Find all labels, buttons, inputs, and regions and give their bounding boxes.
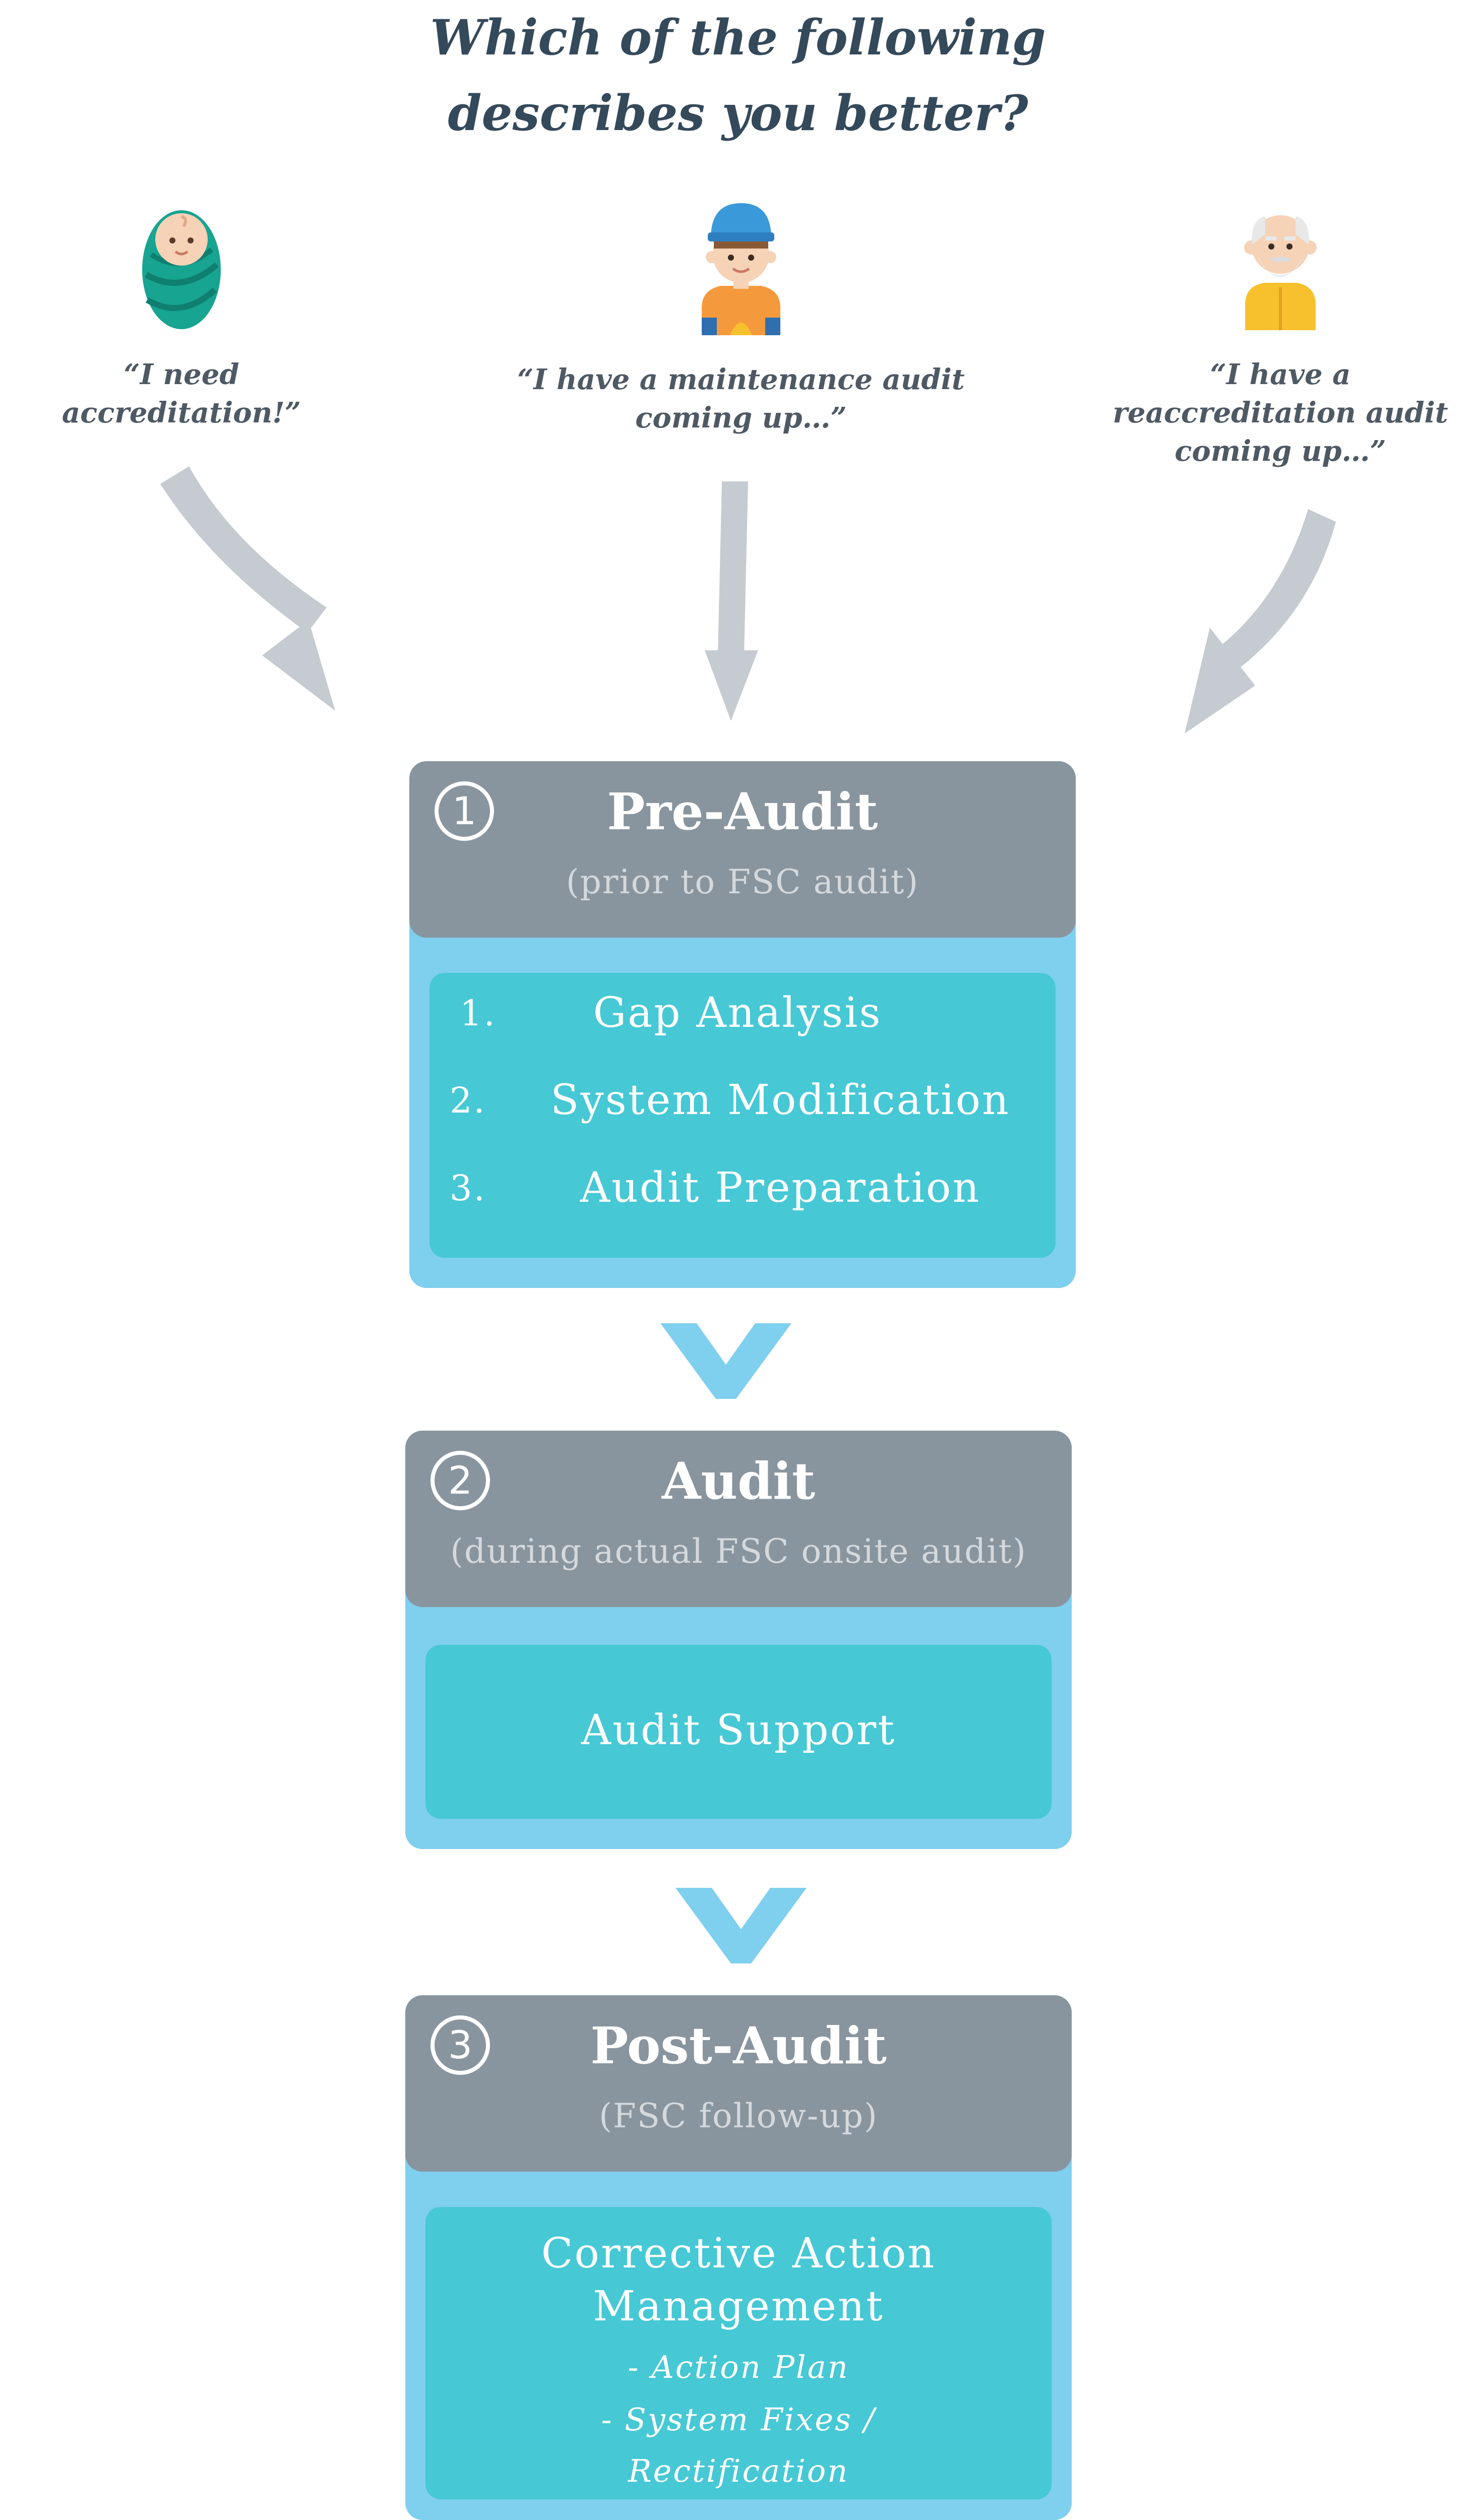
stage-detail-text: - Action Plan	[628, 2349, 849, 2385]
worker-icon	[702, 203, 780, 335]
stage-title: Post-Audit	[590, 2016, 887, 2075]
step-item: 3. Audit Preparation	[429, 1163, 1056, 1213]
step-item: 2. System Modification	[429, 1075, 1056, 1126]
stage-body: Audit Support	[425, 1645, 1052, 1819]
stage-subtitle: (during actual FSC onsite audit)	[450, 1532, 1027, 1571]
arrow-center-icon	[705, 481, 758, 721]
persona-quote: “I have a reaccreditation audit coming u…	[1099, 355, 1462, 470]
step-item: 1. Gap Analysis	[429, 988, 1056, 1038]
stage-header: 3 Post-Audit (FSC follow-up)	[405, 1995, 1072, 2172]
chevron-down-icon	[675, 1888, 807, 1963]
quote-line: reaccreditation audit	[1113, 396, 1448, 429]
stage-number-badge: 3	[430, 2015, 490, 2075]
stage-body: 1. Gap Analysis 2. System Modification 3…	[429, 973, 1056, 1258]
title-line-1: Which of the following	[430, 9, 1046, 66]
stage-body-text: Corrective Action	[541, 2230, 936, 2278]
quote-line: coming up…”	[635, 401, 847, 435]
page-title: Which of the following describes you bet…	[0, 0, 1476, 151]
stage-body: Corrective Action Management - Action Pl…	[425, 2207, 1052, 2499]
stage-number-badge: 2	[430, 1451, 490, 1510]
stage-post-audit: 3 Post-Audit (FSC follow-up) Corrective …	[405, 1995, 1072, 2520]
flow-arrows	[160, 466, 1336, 733]
stage-title: Pre-Audit	[607, 782, 878, 841]
persona-quote: “I need accreditation!”	[0, 355, 363, 432]
stage-body-text: Management	[593, 2283, 884, 2330]
stage-header: 2 Audit (during actual FSC onsite audit)	[405, 1431, 1072, 1607]
stage-body-text: Audit Support	[581, 1706, 896, 1754]
stage-title: Audit	[661, 1451, 816, 1511]
step-number: 3.	[450, 1167, 486, 1209]
persona-maintenance: “I have a maintenance audit coming up…”	[504, 199, 978, 437]
baby-icon	[142, 210, 221, 329]
step-label: Audit Preparation	[580, 1164, 981, 1212]
step-number: 1.	[460, 993, 497, 1034]
step-label: Gap Analysis	[593, 989, 882, 1037]
title-line-2: describes you better?	[448, 85, 1028, 142]
stage-detail-text: Rectification	[628, 2452, 849, 2489]
persona-reaccreditation: “I have a reaccreditation audit coming u…	[1099, 199, 1462, 470]
quote-line: “I have a maintenance audit	[517, 363, 965, 396]
quote-line: coming up…”	[1175, 435, 1386, 468]
persona-new: “I need accreditation!”	[0, 199, 363, 432]
arrow-right-icon	[1185, 509, 1336, 733]
quote-line: “I have a	[1210, 358, 1351, 391]
stage-subtitle: (prior to FSC audit)	[566, 863, 919, 901]
stage-audit: 2 Audit (during actual FSC onsite audit)…	[405, 1431, 1072, 1849]
quote-line: “I need accreditation!”	[61, 358, 301, 429]
stage-pre-audit: 1 Pre-Audit (prior to FSC audit) 1. Gap …	[409, 761, 1076, 1288]
stage-detail-text: - System Fixes /	[601, 2401, 876, 2438]
step-number: 2.	[450, 1080, 486, 1121]
stage-number-badge: 1	[435, 781, 494, 841]
stage-subtitle: (FSC follow-up)	[599, 2097, 878, 2135]
old-man-icon	[1244, 215, 1317, 330]
step-label: System Modification	[550, 1076, 1010, 1124]
persona-quote: “I have a maintenance audit coming up…”	[504, 360, 978, 437]
stage-header: 1 Pre-Audit (prior to FSC audit)	[409, 761, 1076, 938]
arrow-left-icon	[160, 466, 335, 711]
chevron-down-icon	[660, 1323, 791, 1399]
